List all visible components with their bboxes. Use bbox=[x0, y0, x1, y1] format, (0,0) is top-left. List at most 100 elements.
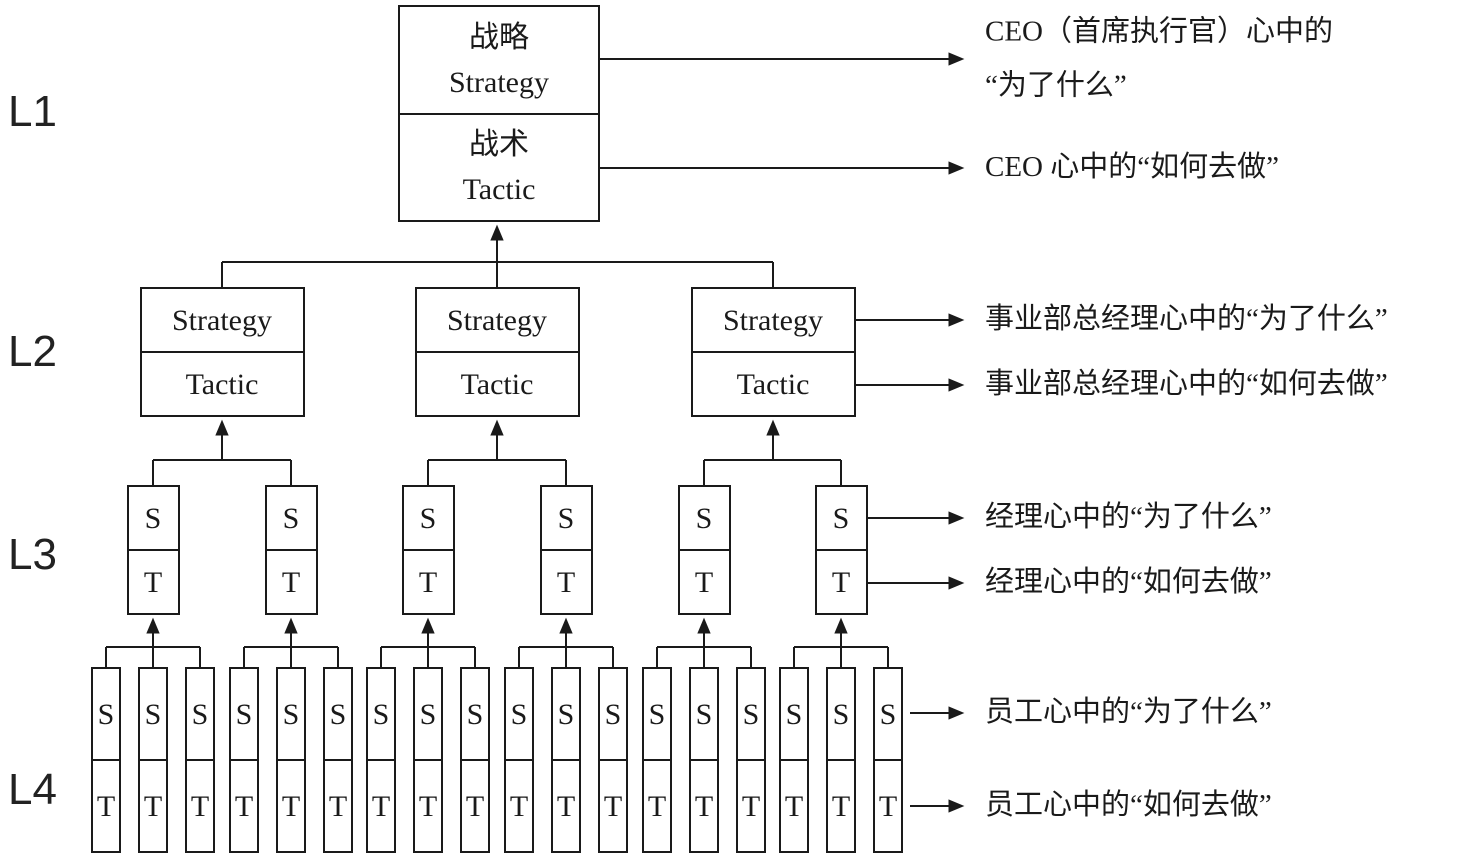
l4-box-4-strategy-cell: S bbox=[231, 669, 257, 759]
l4-box-1-strategy-cell: S bbox=[93, 669, 119, 759]
l2-box-3-strategy-cell-label: Strategy bbox=[723, 303, 823, 337]
l2-box-2-tactic-cell-label: Tactic bbox=[460, 367, 534, 401]
annotation-l2-strategy: 事业部总经理心中的“为了什么” bbox=[985, 293, 1388, 347]
annotation-line: CEO 心中的“如何去做” bbox=[985, 151, 1279, 184]
l4-box-9-strategy-cell-label: S bbox=[466, 697, 484, 731]
annotation-line: CEO（首席执行官）心中的 bbox=[985, 15, 1334, 48]
l4-box-1-strategy-cell-label: S bbox=[97, 697, 115, 731]
l1-strategy-cell: 战略 Strategy bbox=[400, 7, 598, 113]
l3-box-2-tactic-cell-label: T bbox=[281, 565, 301, 599]
l4-box-14-tactic-cell-label: T bbox=[694, 789, 714, 823]
l2-box-2-tactic-cell: Tactic bbox=[416, 351, 578, 415]
l4-box-9-strategy-cell: S bbox=[462, 669, 488, 759]
l4-box-13-tactic-cell-label: T bbox=[647, 789, 667, 823]
l2-box-1-tactic-cell-label: Tactic bbox=[185, 367, 259, 401]
l4-box-12-strategy-cell-label: S bbox=[604, 697, 622, 731]
l4-box-4-tactic-cell-label: T bbox=[234, 789, 254, 823]
l3-box-5-tactic-cell-label: T bbox=[694, 565, 714, 599]
annotation-line: “为了什么” bbox=[985, 69, 1127, 101]
l4-box-10-tactic-cell: T bbox=[506, 759, 532, 851]
l4-box-7-strategy-cell-label: S bbox=[372, 697, 390, 731]
annotation-l4-tactic: 员工心中的“如何去做” bbox=[985, 779, 1272, 833]
l4-box-11-tactic-cell: T bbox=[553, 759, 579, 851]
level-label-l4: L4 bbox=[8, 765, 57, 814]
l4-box-8-strategy-cell-label: S bbox=[419, 697, 437, 731]
l4-box-14-tactic-cell: T bbox=[691, 759, 717, 851]
l4-box-15-tactic-cell: T bbox=[738, 759, 764, 851]
l4-box-17-strategy-cell-label: S bbox=[832, 697, 850, 731]
l4-box-13-tactic-cell: T bbox=[644, 759, 670, 851]
l3-box-2-strategy-cell-label: S bbox=[282, 501, 300, 535]
l3-box-3-strategy-cell: S bbox=[404, 487, 453, 549]
l4-box-5-strategy-cell: S bbox=[278, 669, 304, 759]
annotation-line: 经理心中的“如何去做” bbox=[985, 566, 1272, 599]
l4-box-18-strategy-cell-label: S bbox=[879, 697, 897, 731]
l4-box-6-tactic-cell-label: T bbox=[328, 789, 348, 823]
l4-box-16-tactic-cell-label: T bbox=[784, 789, 804, 823]
l1-tactic-label-en: Tactic bbox=[462, 173, 536, 207]
l4-box-9-tactic-cell: T bbox=[462, 759, 488, 851]
l4-box-18-strategy-cell: S bbox=[875, 669, 901, 759]
l2-box-3-tactic-cell: Tactic bbox=[692, 351, 854, 415]
l3-box-1-strategy-cell-label: S bbox=[144, 501, 162, 535]
l4-box-18-tactic-cell-label: T bbox=[878, 789, 898, 823]
l4-box-6-tactic-cell: T bbox=[325, 759, 351, 851]
l4-box-3-strategy-cell-label: S bbox=[191, 697, 209, 731]
l4-box-17-tactic-cell-label: T bbox=[831, 789, 851, 823]
l4-box-15-strategy-cell-label: S bbox=[742, 697, 760, 731]
l4-box-7-tactic-cell-label: T bbox=[371, 789, 391, 823]
annotation-l1-tactic: CEO 心中的“如何去做” bbox=[985, 141, 1279, 195]
l4-box-1-tactic-cell: T bbox=[93, 759, 119, 851]
l3-box-4-tactic-cell: T bbox=[541, 549, 591, 613]
annotation-l3-tactic: 经理心中的“如何去做” bbox=[985, 556, 1272, 610]
l3-box-5-strategy-cell: S bbox=[680, 487, 729, 549]
l4-box-4-tactic-cell: T bbox=[231, 759, 257, 851]
l4-box-10-strategy-cell: S bbox=[506, 669, 532, 759]
l1-tactic-cell: 战术 Tactic bbox=[400, 112, 598, 221]
annotation-line: 员工心中的“为了什么” bbox=[985, 696, 1272, 729]
level-label-l2: L2 bbox=[8, 327, 57, 376]
l4-box-7-strategy-cell: S bbox=[368, 669, 394, 759]
l2-box-1-strategy-cell-label: Strategy bbox=[172, 303, 272, 337]
l4-box-4-strategy-cell-label: S bbox=[235, 697, 253, 731]
l4-box-11-strategy-cell-label: S bbox=[557, 697, 575, 731]
l4-box-12-strategy-cell: S bbox=[600, 669, 626, 759]
l4-box-2-tactic-cell: T bbox=[140, 759, 166, 851]
level-label-l1: L1 bbox=[8, 87, 57, 136]
annotation-l4-strategy: 员工心中的“为了什么” bbox=[985, 686, 1272, 740]
annotation-l2-tactic: 事业部总经理心中的“如何去做” bbox=[985, 358, 1388, 412]
l4-box-8-tactic-cell: T bbox=[415, 759, 441, 851]
l4-box-2-tactic-cell-label: T bbox=[143, 789, 163, 823]
l3-box-6-strategy-cell-label: S bbox=[832, 501, 850, 535]
l4-box-8-tactic-cell-label: T bbox=[418, 789, 438, 823]
l2-box-1-tactic-cell: Tactic bbox=[141, 351, 303, 415]
l3-box-5-tactic-cell: T bbox=[679, 549, 729, 613]
l4-box-16-strategy-cell-label: S bbox=[785, 697, 803, 731]
l4-box-2-strategy-cell-label: S bbox=[144, 697, 162, 731]
l4-box-2-strategy-cell: S bbox=[140, 669, 166, 759]
l2-box-2-strategy-cell-label: Strategy bbox=[447, 303, 547, 337]
annotation-line: 经理心中的“为了什么” bbox=[985, 501, 1272, 534]
l4-box-15-strategy-cell: S bbox=[738, 669, 764, 759]
l4-box-13-strategy-cell-label: S bbox=[648, 697, 666, 731]
l4-box-17-tactic-cell: T bbox=[828, 759, 854, 851]
l1-box: 战略 Strategy 战术 Tactic bbox=[398, 5, 600, 222]
